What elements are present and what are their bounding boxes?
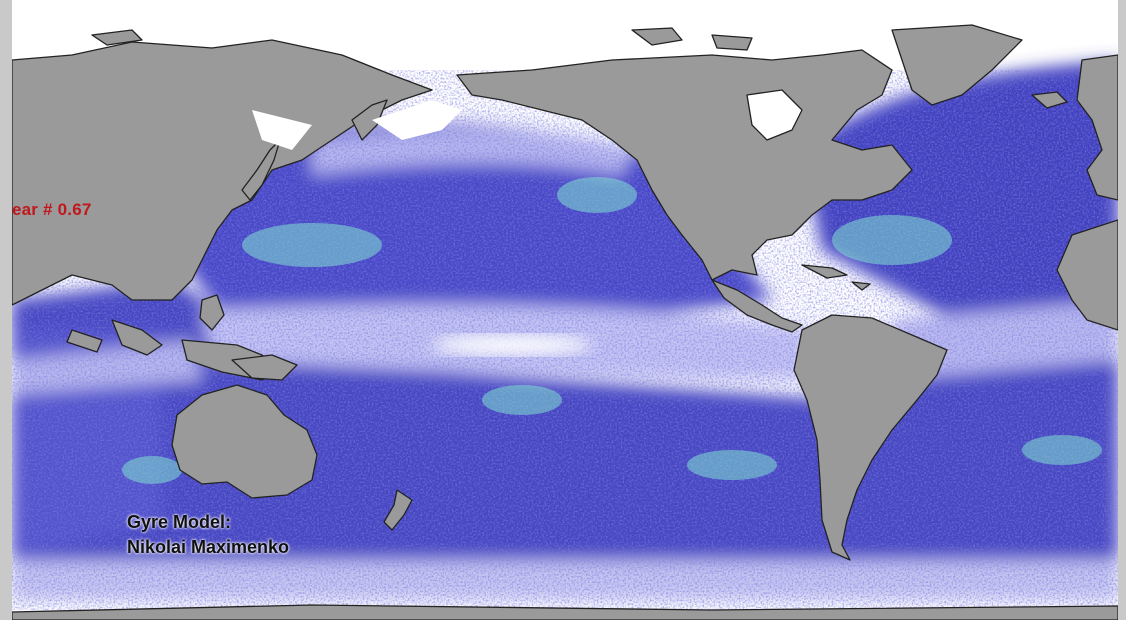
land-kamchatka xyxy=(351,99,388,141)
year-counter-label: ear # 0.67 xyxy=(12,200,92,219)
land-se-asia-islands xyxy=(199,294,225,331)
garbage-patch-hotspots xyxy=(122,177,1102,484)
land-new-guinea xyxy=(231,354,298,381)
land-japan xyxy=(241,139,281,201)
map-frame: ear # 0.67 Gyre Model: Nikolai Maximenko xyxy=(12,0,1118,620)
model-credit: Gyre Model: Nikolai Maximenko xyxy=(127,510,289,560)
credit-line-1: Gyre Model: xyxy=(127,512,232,532)
land-central-america xyxy=(711,279,803,333)
land-greenland xyxy=(891,24,1023,106)
land-europe xyxy=(1076,54,1118,201)
land-antarctica xyxy=(12,604,1118,620)
land-new-zealand xyxy=(383,489,413,531)
equatorial-clear-zone xyxy=(432,335,592,355)
land-australia xyxy=(171,384,318,499)
land-africa xyxy=(1056,219,1118,331)
credit-line-2: Nikolai Maximenko xyxy=(127,537,290,557)
ocean-debris-map xyxy=(12,0,1118,620)
land-south-america xyxy=(793,314,948,561)
land-masses xyxy=(12,24,1118,620)
coastal-clear-zones xyxy=(252,100,462,150)
